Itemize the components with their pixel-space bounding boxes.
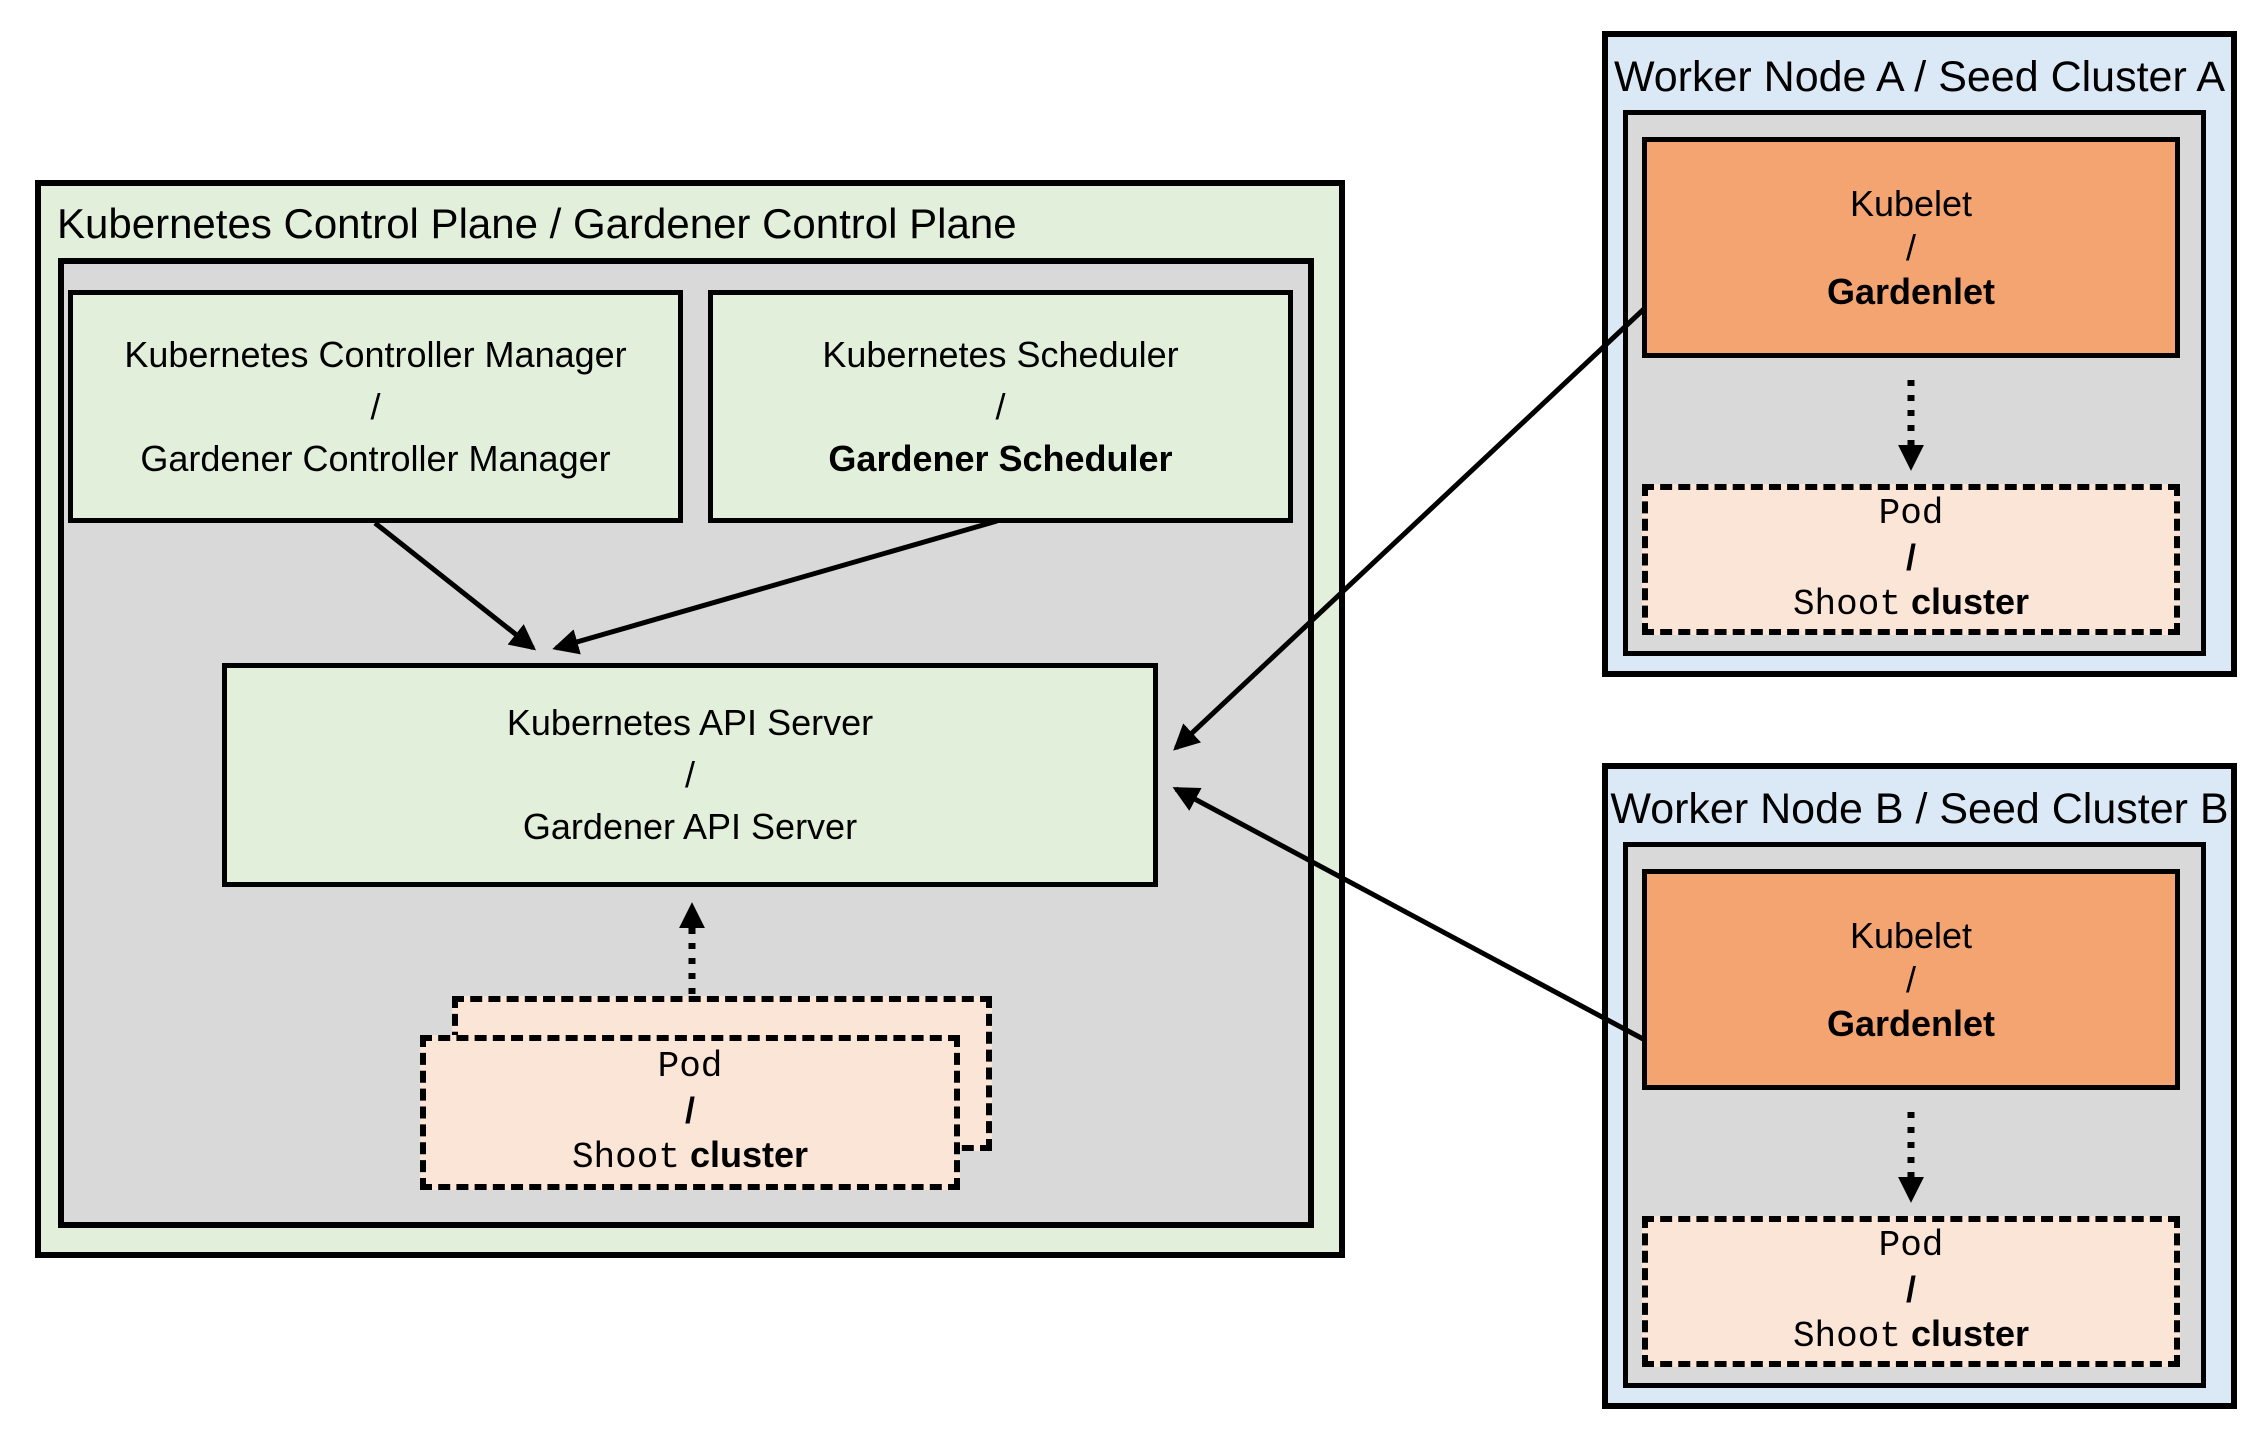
- api-server-separator: /: [684, 754, 695, 795]
- control-plane-title: Kubernetes Control Plane / Gardener Cont…: [57, 200, 1017, 247]
- pod-b-box: Pod / Shoot cluster: [1642, 1216, 2180, 1367]
- pod-a-line2-rest: cluster: [1910, 581, 2030, 622]
- pod-a-box: Pod / Shoot cluster: [1642, 484, 2180, 635]
- scheduler-label: Kubernetes Scheduler / Gardener Schedule…: [713, 295, 1288, 518]
- controller-manager-separator: /: [370, 385, 381, 427]
- controller-manager-label: Kubernetes Controller Manager / Gardener…: [73, 295, 678, 518]
- worker-node-b-title: Worker Node B / Seed Cluster B: [1610, 785, 2229, 833]
- controller-manager-box: Kubernetes Controller Manager / Gardener…: [68, 290, 683, 523]
- scheduler-line2: Gardener Scheduler: [828, 437, 1173, 479]
- kubelet-a-label: Kubelet / Gardenlet: [1647, 142, 2175, 353]
- controller-manager-line1: Kubernetes Controller Manager: [124, 333, 627, 375]
- api-server-box: Kubernetes API Server / Gardener API Ser…: [222, 663, 1158, 887]
- kubelet-a-line1: Kubelet: [1849, 182, 1973, 224]
- kubelet-b-line2: Gardenlet: [1826, 1002, 1996, 1044]
- pod-b-line2-code: Shoot: [1792, 1316, 1901, 1357]
- worker-node-a-title: Worker Node A / Seed Cluster A: [1613, 53, 2226, 101]
- pod-b-line1: Pod: [1878, 1225, 1944, 1266]
- kubelet-b-label: Kubelet / Gardenlet: [1647, 874, 2175, 1085]
- pod-line2-code: Shoot: [571, 1137, 680, 1178]
- pod-a-label: Pod / Shoot cluster: [1648, 490, 2174, 629]
- api-server-label: Kubernetes API Server / Gardener API Ser…: [227, 668, 1153, 882]
- kubelet-b-line1: Kubelet: [1849, 914, 1973, 956]
- pod-a-line1: Pod: [1878, 493, 1944, 534]
- kubelet-a-separator: /: [1905, 226, 1916, 268]
- kubelet-b-box: Kubelet / Gardenlet: [1642, 869, 2180, 1090]
- api-server-line2: Gardener API Server: [522, 806, 858, 847]
- pod-b-label: Pod / Shoot cluster: [1648, 1222, 2174, 1361]
- pod-separator: /: [684, 1090, 695, 1131]
- scheduler-separator: /: [995, 385, 1006, 427]
- pod-a-line2-code: Shoot: [1792, 584, 1901, 625]
- pod-a-line2: Shoot cluster: [1793, 580, 2029, 627]
- kubelet-a-box: Kubelet / Gardenlet: [1642, 137, 2180, 358]
- pod-line1: Pod: [657, 1046, 723, 1087]
- control-plane-pod-label: Pod / Shoot cluster: [426, 1041, 954, 1184]
- pod-line2-rest: cluster: [689, 1134, 809, 1175]
- pod-a-separator: /: [1905, 537, 1916, 578]
- scheduler-line1: Kubernetes Scheduler: [822, 333, 1179, 375]
- kubelet-a-line2: Gardenlet: [1826, 270, 1996, 312]
- pod-line2: Shoot cluster: [572, 1133, 808, 1180]
- controller-manager-line2: Gardener Controller Manager: [140, 437, 611, 479]
- api-server-line1: Kubernetes API Server: [506, 702, 874, 743]
- scheduler-box: Kubernetes Scheduler / Gardener Schedule…: [708, 290, 1293, 523]
- pod-b-line2: Shoot cluster: [1793, 1312, 2029, 1359]
- pod-b-line2-rest: cluster: [1910, 1313, 2030, 1354]
- control-plane-pod-box-front: Pod / Shoot cluster: [420, 1035, 960, 1190]
- pod-b-separator: /: [1905, 1269, 1916, 1310]
- kubelet-b-separator: /: [1905, 958, 1916, 1000]
